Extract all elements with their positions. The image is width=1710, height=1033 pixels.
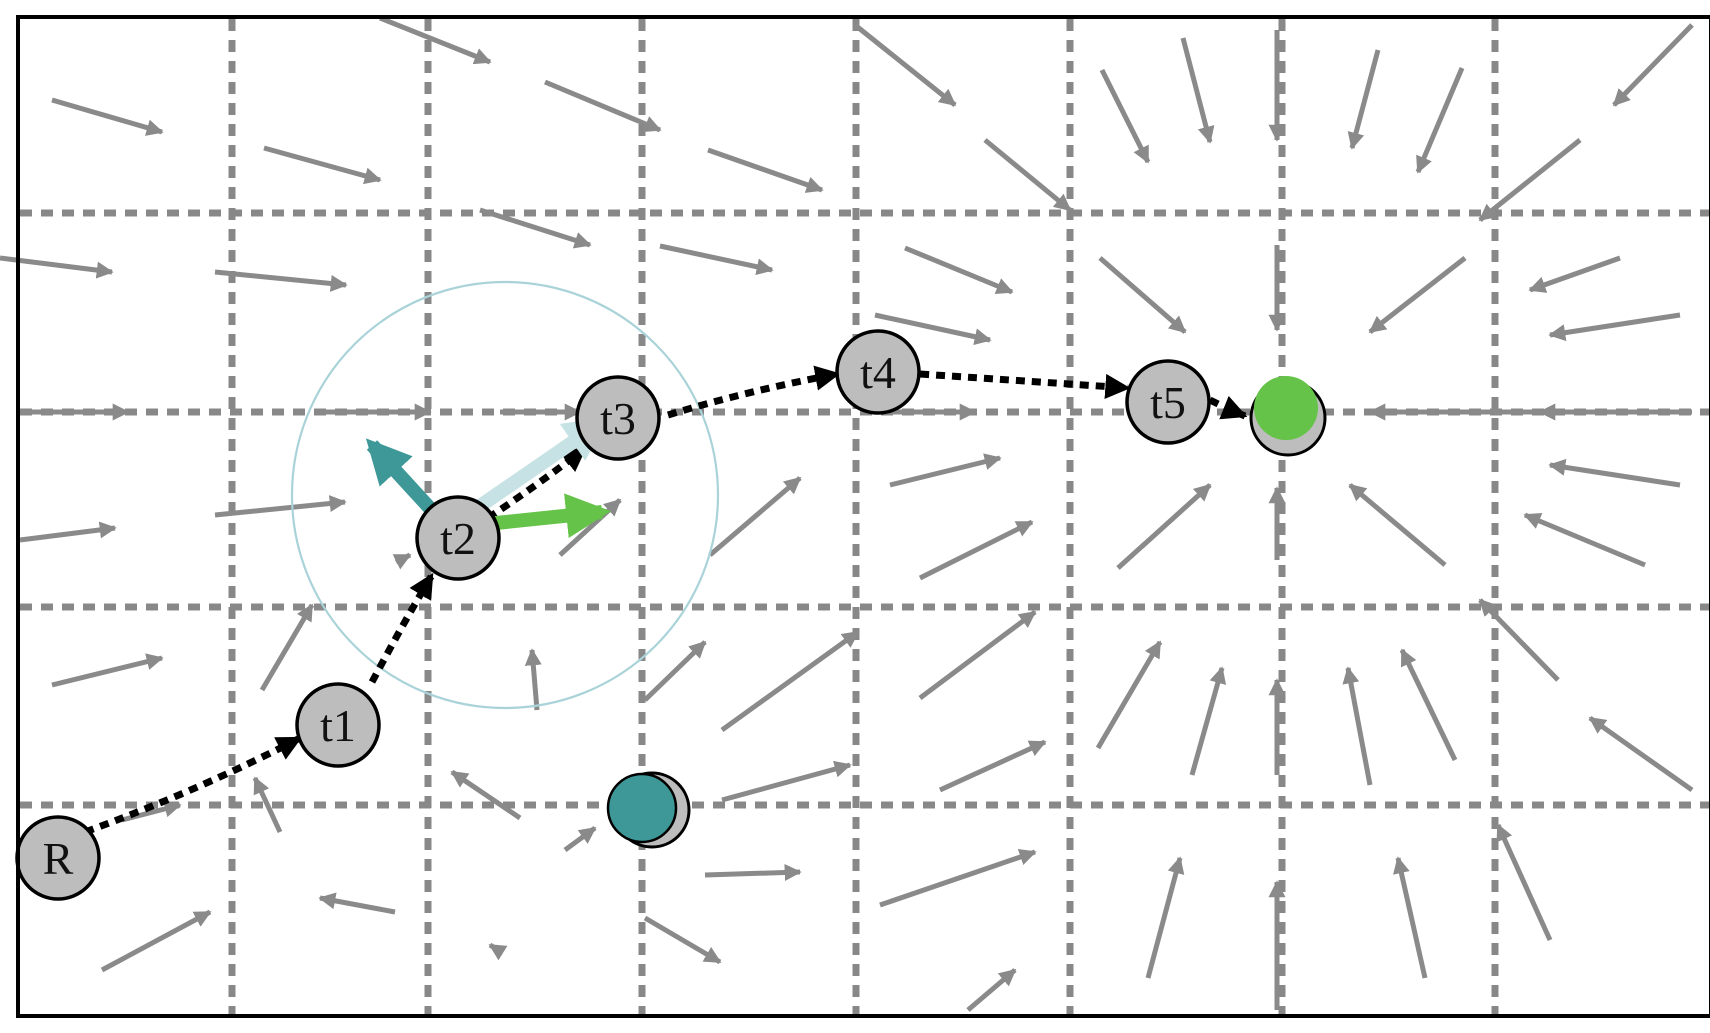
field-arrow (1399, 648, 1458, 762)
path-segment (486, 445, 588, 521)
field-arrow (214, 269, 348, 292)
vector-field (0, 15, 1694, 1012)
field-arrow (544, 79, 662, 133)
field-arrow (214, 495, 347, 518)
field-arrow (708, 476, 802, 557)
node-circle (1125, 359, 1211, 445)
field-arrow (983, 138, 1072, 212)
field-arrow (643, 915, 722, 965)
field-arrow (879, 848, 1037, 908)
path-node-t1: t1 (295, 682, 381, 768)
field-arrow (252, 776, 283, 834)
field-arrow (918, 519, 1034, 581)
field-arrow (704, 863, 802, 881)
robot-path (83, 365, 1248, 836)
node-label: t2 (440, 513, 476, 564)
field-arrow (450, 769, 522, 821)
field-arrow (263, 145, 382, 185)
field-arrow (966, 968, 1017, 1012)
field-arrow (1145, 856, 1185, 979)
field-arrow (1495, 823, 1553, 942)
field-arrow (918, 609, 1037, 701)
diagram-border (16, 15, 1710, 1018)
field-arrow (1415, 67, 1465, 174)
node-label: t5 (1150, 377, 1186, 428)
field-arrow (707, 147, 824, 193)
field-arrow (1189, 666, 1227, 776)
path-node-t2: t2 (415, 495, 501, 581)
field-arrow (1478, 138, 1582, 222)
goal-marker-icon (1249, 376, 1327, 457)
node-circle (415, 495, 501, 581)
obstacle-influence-circle (290, 280, 720, 710)
path-node-t3: t3 (575, 375, 661, 461)
path-node-t4: t4 (835, 329, 921, 415)
field-arrow (1528, 255, 1621, 293)
field-arrow (1116, 483, 1212, 570)
field-arrow (19, 521, 117, 543)
path-node-R: R (15, 815, 101, 901)
field-arrow (1095, 640, 1163, 750)
node-label: R (43, 833, 74, 884)
field-arrow (379, 15, 492, 65)
path-node-t5: t5 (1125, 359, 1211, 445)
field-arrow (1478, 598, 1560, 682)
path-nodes: Rt1 t2 t3 t4 t5 (15, 329, 1211, 901)
path-segment (1208, 395, 1248, 420)
obstacle-marker-icon (606, 771, 691, 849)
path-segment (666, 365, 841, 419)
field-arrow (874, 312, 992, 346)
node-label: t4 (860, 347, 896, 398)
node-circle (575, 375, 661, 461)
field-arrow (51, 97, 164, 136)
field-arrow (1612, 23, 1694, 107)
field-arrow (318, 892, 396, 915)
path-segment (919, 370, 1131, 400)
field-arrow (720, 629, 860, 733)
field-arrow (259, 603, 315, 692)
field-arrow (524, 648, 542, 711)
field-arrow (938, 739, 1047, 793)
field-arrow (563, 825, 597, 853)
field-arrow (1588, 715, 1694, 793)
node-label: t3 (600, 393, 636, 444)
field-arrow (1548, 458, 1681, 488)
path-segment (368, 572, 436, 684)
field-arrow (904, 245, 1014, 295)
field-arrow (1180, 37, 1215, 144)
node-label: t1 (320, 700, 356, 751)
grid-lines (20, 19, 1709, 1014)
path-segment (83, 734, 303, 836)
field-arrow (392, 552, 412, 570)
field-arrow (1098, 256, 1187, 334)
node-circle (295, 682, 381, 768)
field-arrow (1099, 68, 1151, 164)
field-arrow (479, 207, 592, 249)
node-circle (835, 329, 921, 415)
field-arrow (659, 243, 774, 276)
field-arrow (1393, 856, 1428, 979)
field-arrow (889, 453, 1002, 488)
field-arrow (1347, 49, 1381, 150)
field-arrow (853, 23, 957, 107)
field-arrow (1523, 512, 1646, 568)
field-arrow (1348, 483, 1447, 567)
field-arrow (1368, 256, 1467, 334)
field-arrow (1342, 666, 1373, 786)
field-arrow (100, 909, 212, 973)
field-arrow (51, 653, 164, 688)
field-arrow (643, 640, 707, 702)
field-arrow (1548, 312, 1681, 342)
field-arrow (488, 942, 508, 961)
field-arrow (721, 760, 852, 803)
